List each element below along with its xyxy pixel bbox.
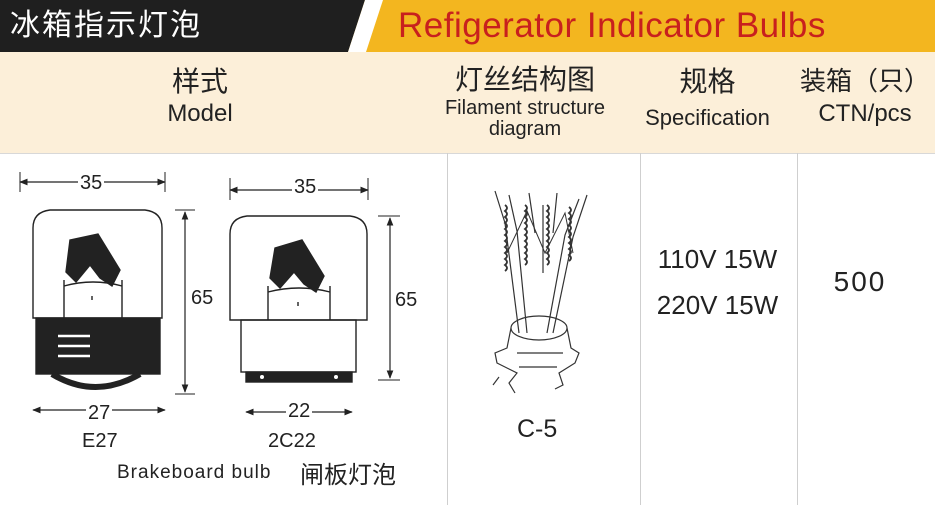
- header-filament-en2: diagram: [488, 118, 562, 140]
- ctn-quantity: 500: [833, 266, 887, 297]
- banner-title-english: Refigerator Indicator Bulbs: [398, 6, 826, 45]
- header-filament: 灯丝结构图 Filament structure diagram: [420, 52, 630, 153]
- bulb-2c22-drawing: [229, 215, 368, 383]
- column-divider-3: [797, 153, 798, 505]
- 2c22-type-label: 2C22: [268, 430, 316, 452]
- title-banner: 冰箱指示灯泡 Refigerator Indicator Bulbs: [0, 0, 935, 52]
- header-spec: 规格 Specification: [630, 52, 785, 153]
- filament-structure-diagram: [492, 190, 588, 394]
- header-ctn: 装箱（只） CTN/pcs: [795, 52, 935, 153]
- e27-type-label: E27: [82, 430, 118, 452]
- bulb-drawings: [19, 172, 400, 416]
- header-ctn-cn: 装箱（只）: [799, 67, 930, 97]
- spec-line-2: 220V 15W: [656, 290, 779, 320]
- bulb-e27-drawing: [32, 209, 163, 390]
- header-model-en: Model: [167, 100, 233, 127]
- column-divider-1: [447, 153, 448, 505]
- 2c22-base-width-label: 22: [286, 400, 313, 423]
- header-model: 样式 Model: [0, 52, 400, 153]
- table-header: 样式 Model 灯丝结构图 Filament structure diagra…: [0, 52, 935, 153]
- banner-title-chinese: 冰箱指示灯泡: [10, 8, 202, 43]
- brakeboard-label-en: Brakeboard bulb: [117, 462, 272, 483]
- e27-base-width-label: 27: [86, 402, 113, 425]
- header-spec-cn: 规格: [679, 65, 736, 98]
- header-ctn-en: CTN/pcs: [818, 100, 912, 127]
- e27-height-label: 65: [191, 287, 214, 309]
- banner-background: [0, 0, 935, 52]
- filament-type-label: C-5: [517, 415, 558, 443]
- header-spec-en: Specification: [645, 105, 770, 130]
- header-filament-cn: 灯丝结构图: [454, 63, 595, 96]
- header-filament-en1: Filament structure: [444, 97, 606, 119]
- header-model-cn: 样式: [171, 65, 228, 98]
- e27-top-width-label: 35: [78, 172, 105, 195]
- spec-line-1: 110V 15W: [657, 244, 778, 274]
- header-divider: [0, 153, 935, 154]
- 2c22-top-width-label: 35: [292, 176, 319, 199]
- 2c22-height-label: 65: [395, 289, 418, 311]
- brakeboard-label-cn: 闸板灯泡: [300, 461, 396, 489]
- column-divider-2: [640, 153, 641, 505]
